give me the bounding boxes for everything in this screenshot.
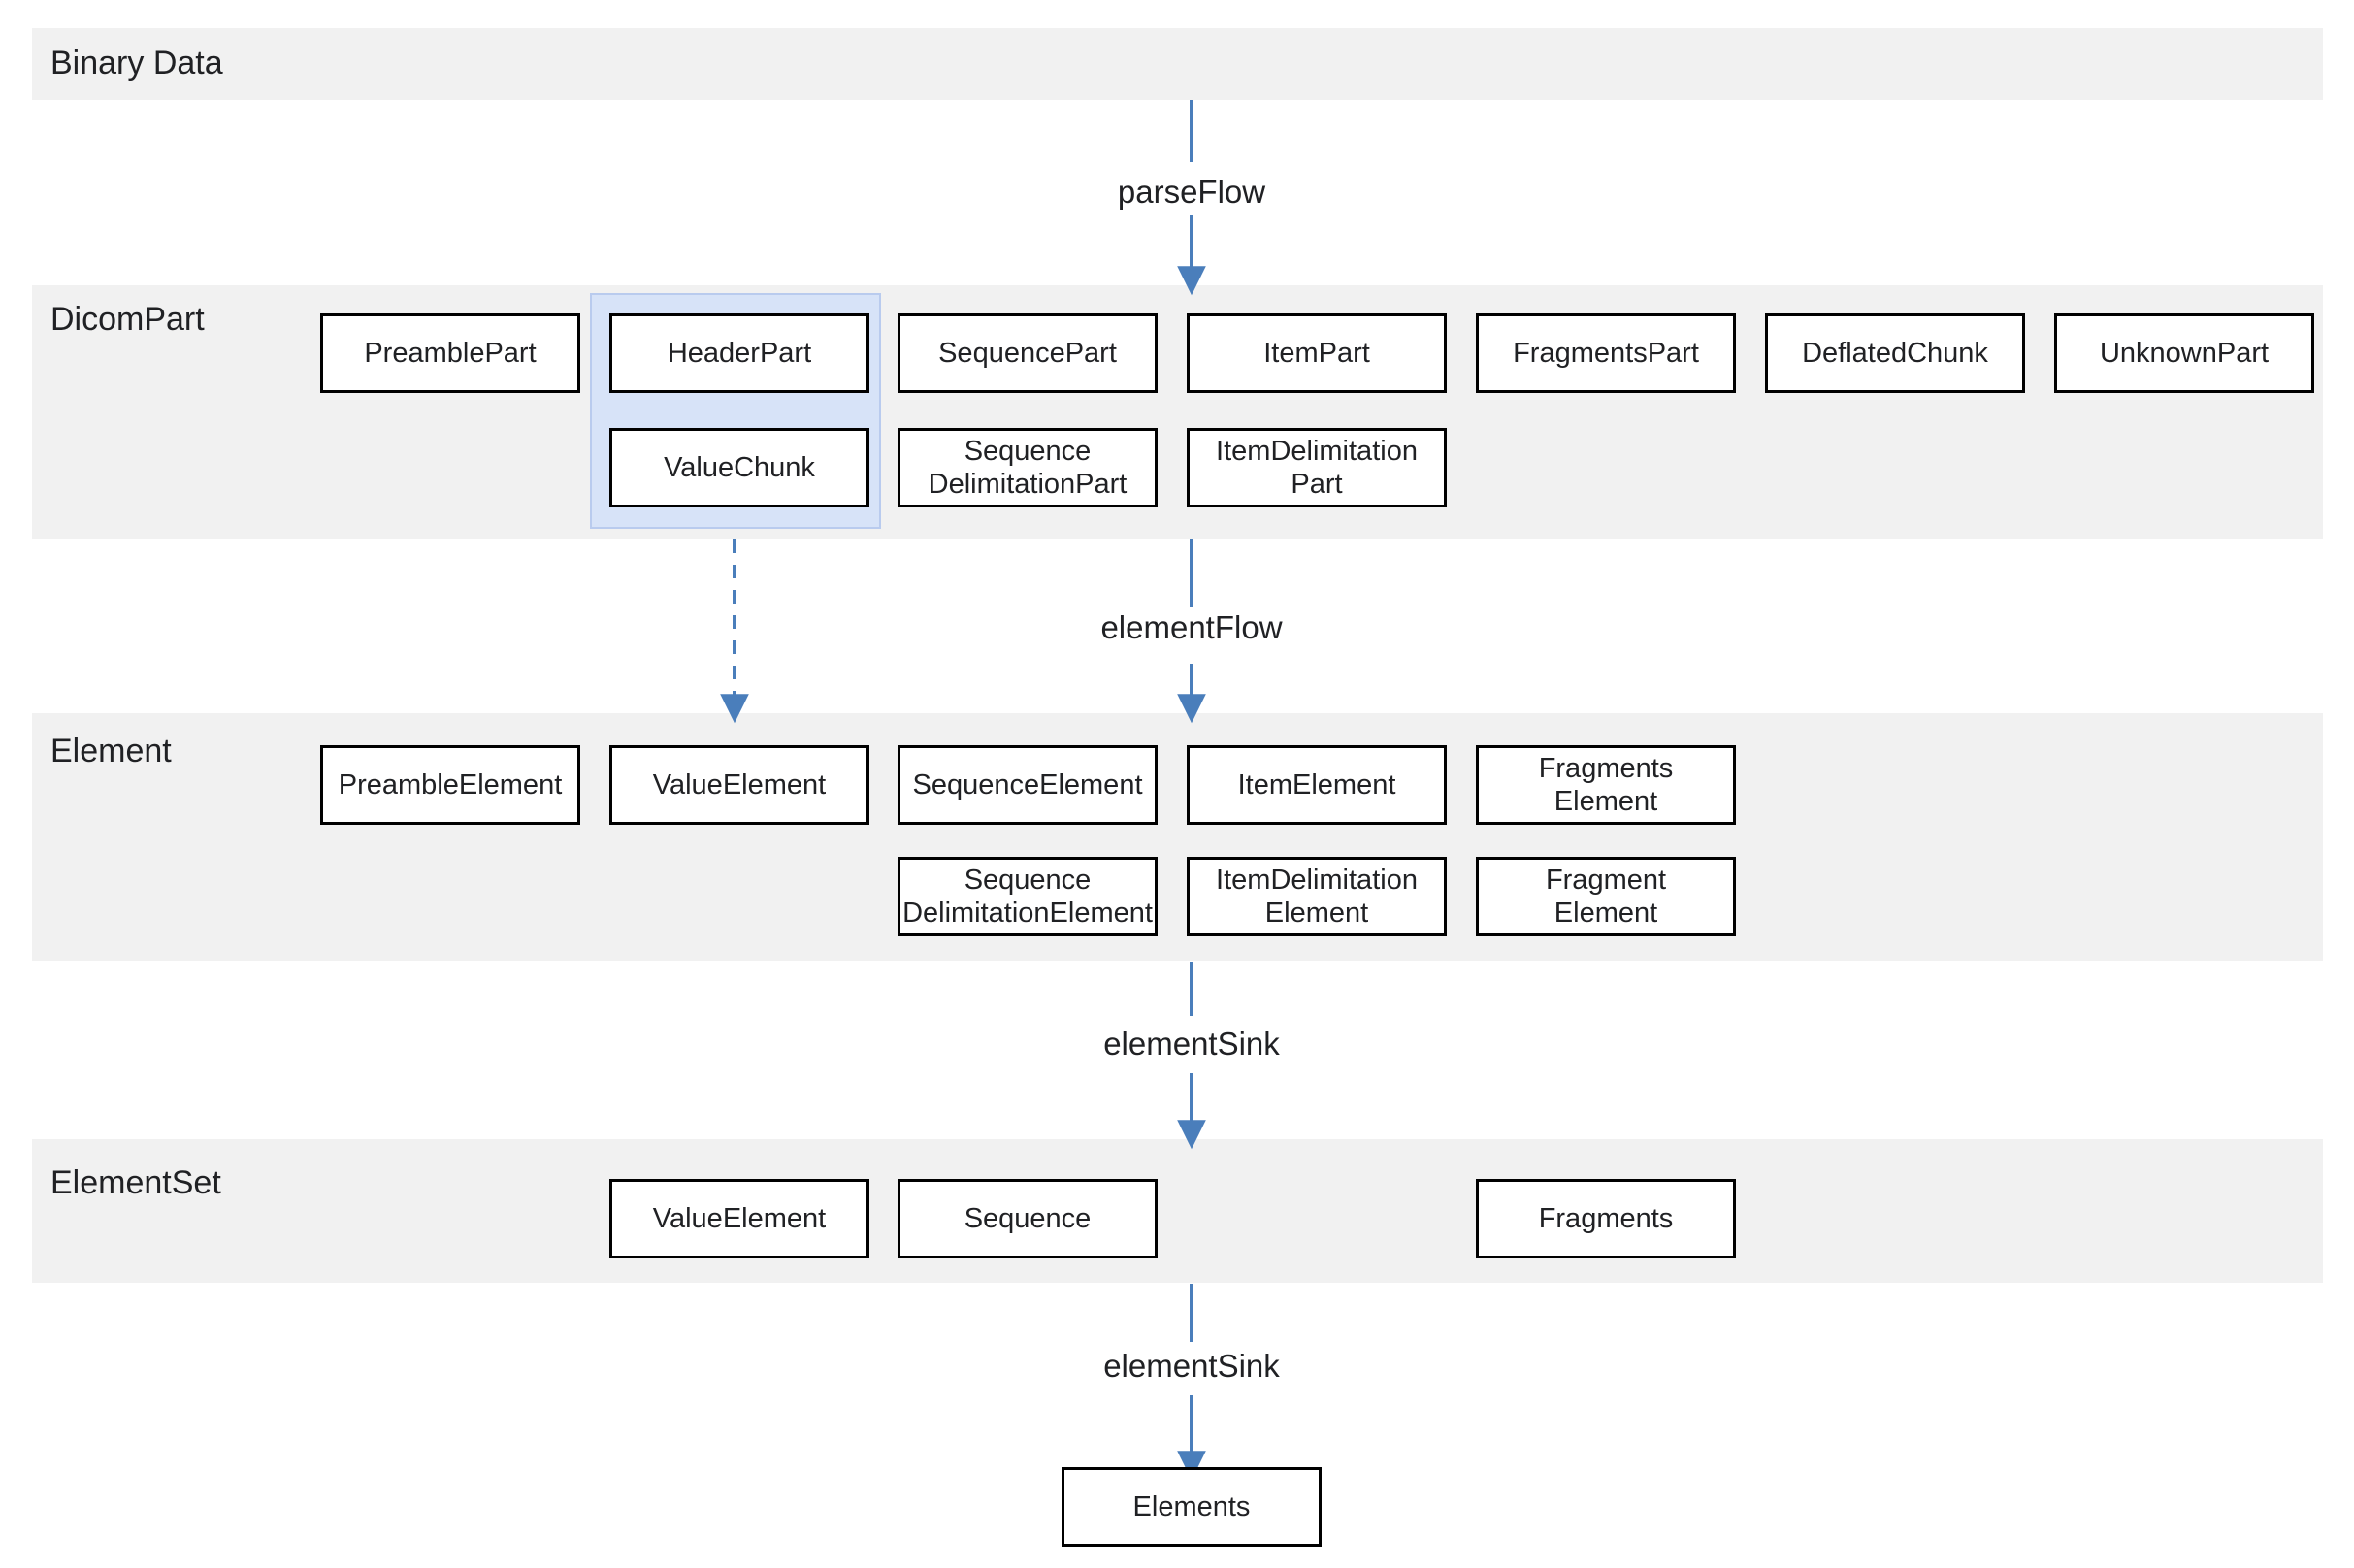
band-element-set <box>32 1139 2323 1283</box>
node-value-chunk[interactable]: ValueChunk <box>609 428 869 507</box>
node-fragments-element[interactable]: Fragments Element <box>1476 745 1736 825</box>
node-fragment-element[interactable]: Fragment Element <box>1476 857 1736 936</box>
node-fragments-part[interactable]: FragmentsPart <box>1476 313 1736 393</box>
edge-label-element-sink-1: elementSink <box>1103 1026 1280 1062</box>
node-preamble-element[interactable]: PreambleElement <box>320 745 580 825</box>
node-item-element[interactable]: ItemElement <box>1187 745 1447 825</box>
band-label-dicom-part: DicomPart <box>50 301 205 338</box>
band-binary-data <box>32 28 2323 100</box>
node-unknown-part[interactable]: UnknownPart <box>2054 313 2314 393</box>
band-label-element-set: ElementSet <box>50 1164 221 1201</box>
edge-label-element-sink-2: elementSink <box>1103 1348 1280 1384</box>
node-elements[interactable]: Elements <box>1062 1467 1322 1547</box>
node-value-element[interactable]: ValueElement <box>609 745 869 825</box>
node-deflated-chunk[interactable]: DeflatedChunk <box>1765 313 2025 393</box>
node-header-part[interactable]: HeaderPart <box>609 313 869 393</box>
band-label-element: Element <box>50 733 172 769</box>
node-set-fragments[interactable]: Fragments <box>1476 1179 1736 1258</box>
node-item-delimitation-part[interactable]: ItemDelimitation Part <box>1187 428 1447 507</box>
node-set-value-element[interactable]: ValueElement <box>609 1179 869 1258</box>
node-item-part[interactable]: ItemPart <box>1187 313 1447 393</box>
edge-label-element-flow: elementFlow <box>1100 609 1283 645</box>
node-set-sequence[interactable]: Sequence <box>898 1179 1158 1258</box>
node-sequence-part[interactable]: SequencePart <box>898 313 1158 393</box>
node-sequence-element[interactable]: SequenceElement <box>898 745 1158 825</box>
band-label-binary-data: Binary Data <box>50 45 223 82</box>
node-sequence-delimitation-element[interactable]: Sequence DelimitationElement <box>898 857 1158 936</box>
node-sequence-delimitation-part[interactable]: Sequence DelimitationPart <box>898 428 1158 507</box>
node-preamble-part[interactable]: PreamblePart <box>320 313 580 393</box>
node-item-delimitation-element[interactable]: ItemDelimitation Element <box>1187 857 1447 936</box>
edge-label-parse-flow: parseFlow <box>1117 174 1266 210</box>
